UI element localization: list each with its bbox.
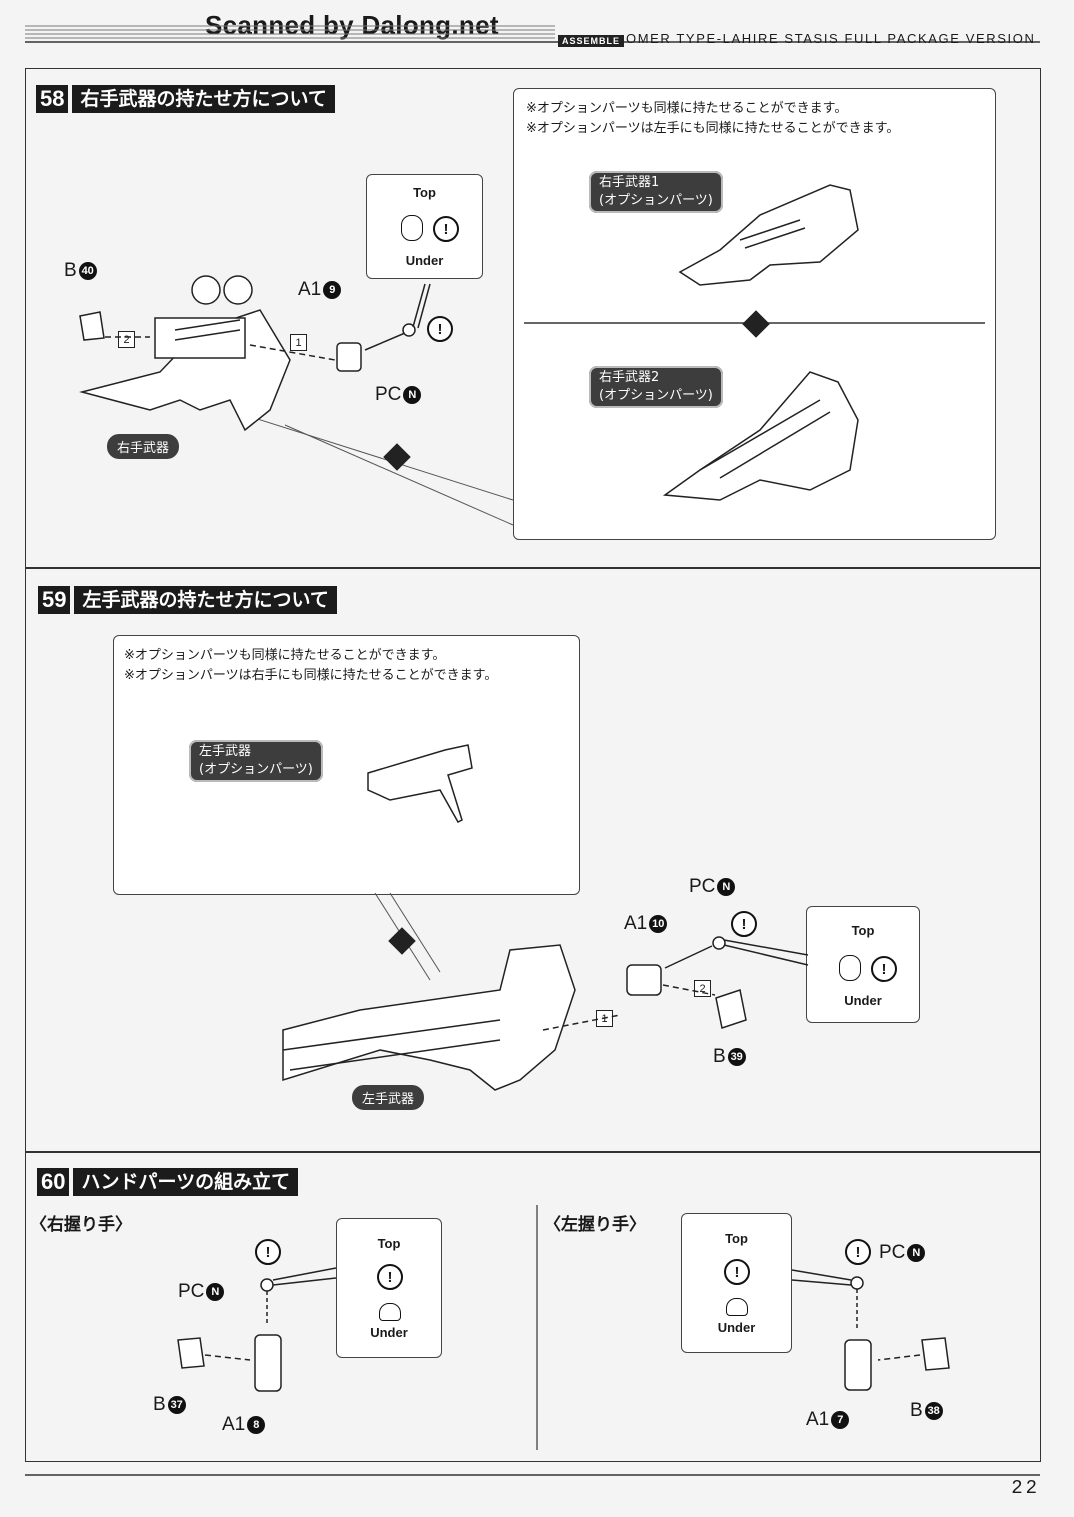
header-rule [25, 25, 1040, 43]
option-note-1: ※オプションパーツも同様に持たせることができます。 [526, 101, 848, 116]
warning-icon: ! [871, 956, 897, 982]
step-59-panel [25, 568, 1041, 1152]
warning-icon: ! [845, 1239, 871, 1265]
right-grip-label: 〈右握り手〉 [30, 1215, 132, 1235]
orientation-box: Top ! Under [336, 1218, 442, 1358]
right-weapon-label: 右手武器 [107, 434, 180, 459]
left-grip-label: 〈左握り手〉 [544, 1215, 646, 1235]
orientation-box: Top ! Under [806, 906, 920, 1023]
step-58-heading: 58 右手武器の持たせ方について [36, 85, 335, 113]
option-left-weapon-label: 左手武器(オプションパーツ) [189, 740, 323, 782]
manual-title: OMER TYPE-LAHIRE STASIS FULL PACKAGE VER… [626, 31, 1036, 46]
step-marker-1: 1 [596, 1010, 613, 1027]
step-59-options-box: ※オプションパーツも同様に持たせることができます。 ※オプションパーツは右手にも… [113, 635, 580, 895]
option-note-2: ※オプションパーツは右手にも同様に持たせることができます。 [124, 668, 498, 683]
step-number: 60 [37, 1168, 70, 1196]
step-60-panel [25, 1152, 1041, 1462]
step-number: 59 [38, 586, 71, 614]
pc-shape-icon [379, 1303, 401, 1321]
step-marker-1: 1 [290, 334, 307, 351]
step-title: 左手武器の持たせ方について [74, 586, 337, 614]
page-number: 22 [1011, 1477, 1040, 1499]
orientation-box: Top ! Under [681, 1213, 792, 1353]
warning-icon: ! [724, 1259, 750, 1285]
assemble-tag: ASSEMBLE [558, 35, 625, 47]
option-weapon-1-label: 右手武器1(オプションパーツ) [589, 171, 723, 213]
pc-shape-icon [726, 1298, 748, 1316]
pc-shape-icon [839, 955, 861, 981]
step-marker-2: 2 [118, 331, 135, 348]
pc-shape-icon [401, 215, 423, 241]
option-note-2: ※オプションパーツは左手にも同様に持たせることができます。 [526, 121, 900, 136]
step-number: 58 [36, 85, 69, 113]
watermark: Scanned by Dalong.net [205, 10, 499, 40]
option-note-1: ※オプションパーツも同様に持たせることができます。 [124, 648, 446, 663]
warning-icon: ! [377, 1264, 403, 1290]
left-weapon-label: 左手武器 [352, 1085, 425, 1110]
option-weapon-2-label: 右手武器2(オプションパーツ) [589, 366, 723, 408]
step-60-heading: 60 ハンドパーツの組み立て [37, 1168, 299, 1196]
warning-icon: ! [433, 216, 459, 242]
step-title: ハンドパーツの組み立て [73, 1168, 299, 1196]
step-58-options-box: ※オプションパーツも同様に持たせることができます。 ※オプションパーツは左手にも… [513, 88, 996, 540]
step-59-heading: 59 左手武器の持たせ方について [38, 586, 337, 614]
step-marker-2: 2 [694, 980, 711, 997]
step-title: 右手武器の持たせ方について [72, 85, 335, 113]
step-58-panel [25, 68, 1041, 568]
orientation-box: Top ! Under [366, 174, 483, 279]
warning-icon: ! [255, 1239, 281, 1265]
warning-icon: ! [731, 911, 757, 937]
warning-icon: ! [427, 316, 453, 342]
